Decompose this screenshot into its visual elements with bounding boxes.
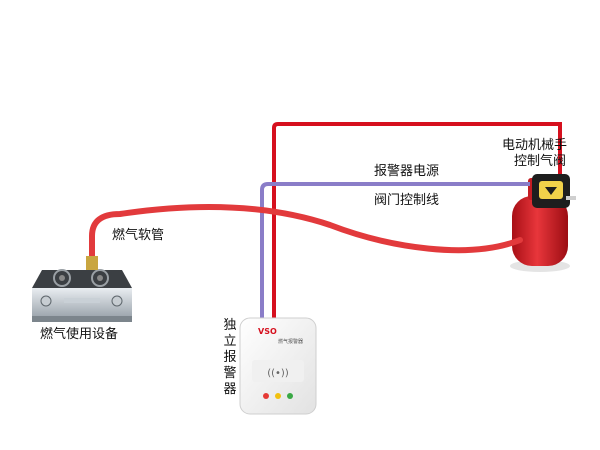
gas-hose bbox=[89, 203, 523, 261]
control-wire-label: 阀门控制线 bbox=[374, 193, 440, 208]
indicator-yellow-light bbox=[275, 393, 281, 399]
power-wire bbox=[272, 122, 562, 318]
indicator-green-light bbox=[287, 393, 293, 399]
alarm-label: 独 立 报 警 器 bbox=[223, 318, 237, 397]
valve-manipulator bbox=[532, 174, 576, 208]
gas-stove bbox=[32, 256, 132, 322]
alarm-small-text: 燃气报警器 bbox=[278, 338, 303, 345]
control-wire bbox=[260, 182, 530, 318]
wireless-icon: ((•)) bbox=[267, 368, 289, 379]
gas-alarm-device bbox=[239, 317, 317, 415]
alarm-brand: VSO bbox=[258, 327, 277, 336]
indicator-red-light bbox=[263, 393, 269, 399]
stove-label: 燃气使用设备 bbox=[40, 327, 119, 342]
valve-label-line2: 控制气阀 bbox=[514, 154, 567, 169]
power-wire-label: 报警器电源 bbox=[374, 164, 440, 179]
hose-label: 燃气软管 bbox=[112, 228, 165, 243]
valve-label-line1: 电动机械手 bbox=[502, 138, 568, 153]
